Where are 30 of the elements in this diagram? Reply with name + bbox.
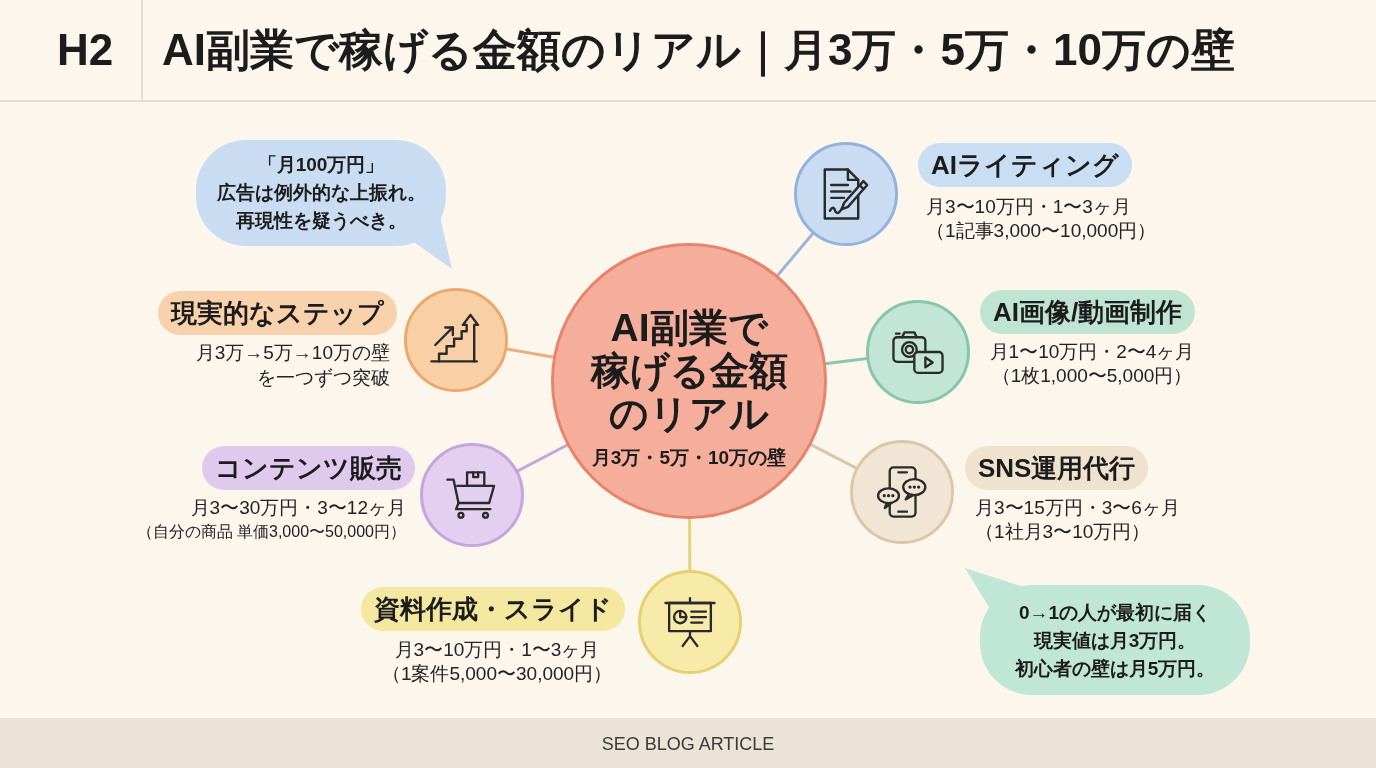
footer-text: SEO BLOG ARTICLE — [601, 733, 775, 756]
detail-text: （1枚1,000〜5,000円） — [991, 364, 1193, 388]
title-pill: コンテンツ販売 — [202, 446, 415, 490]
connector-line — [775, 231, 815, 278]
connector-line — [809, 442, 859, 470]
detail-text: （1記事3,000〜10,000円） — [926, 219, 1157, 243]
detail-text: （1案件5,000〜30,000円） — [381, 662, 613, 686]
connector-line — [823, 356, 869, 366]
detail-text: 月1〜10万円・2〜4ヶ月 — [989, 340, 1195, 364]
title-pill: AIライティング — [918, 143, 1132, 187]
detail-text: 月3〜30万円・3〜12ヶ月 — [190, 496, 406, 520]
title-pill: AI画像/動画制作 — [980, 290, 1196, 334]
detail-text: 月3万→5万→10万の壁を一つずつ突破 — [195, 341, 390, 390]
title-pill: 資料作成・スライド — [361, 587, 625, 631]
speech-bubble — [962, 565, 1252, 697]
bubble-text: 「月100万円」広告は例外的な上振れ。再現性を疑うべき。 — [216, 153, 426, 233]
connector-line — [688, 516, 692, 573]
detail-text: 月3〜10万円・1〜3ヶ月 — [926, 195, 1131, 219]
detail-text: 月3〜10万円・1〜3ヶ月 — [394, 638, 600, 662]
title-pill: SNS運用代行 — [965, 446, 1149, 490]
section-label: H2 — [57, 24, 114, 76]
center-title: AI副業で稼げる金額のリアル — [590, 306, 788, 435]
title-pill: 現実的なステップ — [158, 291, 397, 335]
detail-text: （1社月3〜10万円） — [975, 520, 1151, 544]
detail-text: （自分の商品 単価3,000〜50,000円） — [136, 522, 406, 542]
bubble-text: 0→1の人が最初に届く現実値は月3万円。初心者の壁は月5万円。 — [1014, 601, 1216, 681]
connector-line — [515, 443, 570, 473]
detail-text: 月3〜15万円・3〜6ヶ月 — [975, 496, 1180, 520]
page-title: AI副業で稼げる金額のリアル｜月3万・5万・10万の壁 — [162, 22, 1235, 78]
center-subtitle: 月3万・5万・10万の壁 — [591, 446, 787, 470]
